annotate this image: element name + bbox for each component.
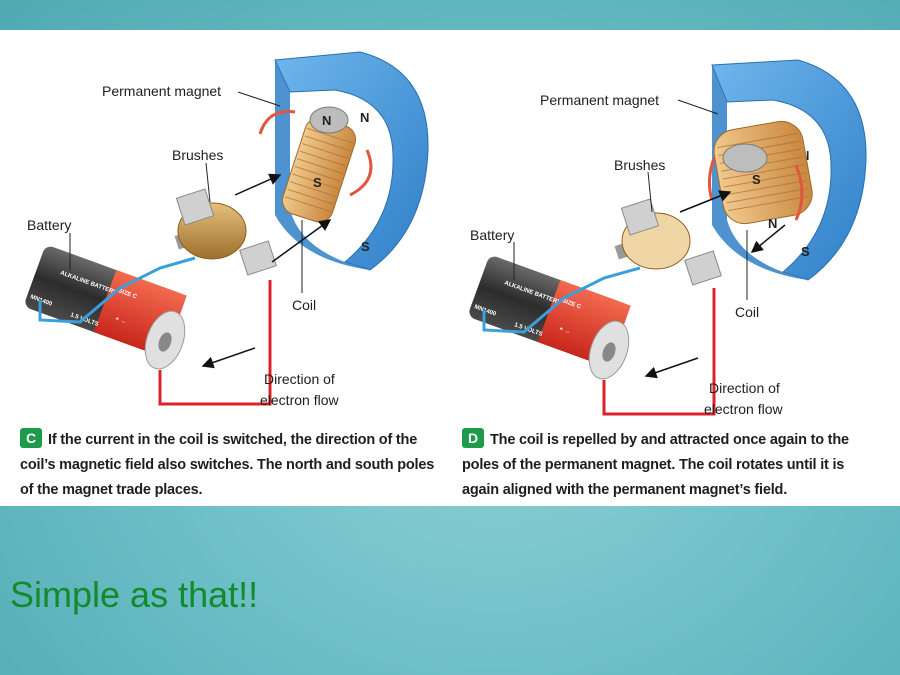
label-direction-c-2: electron flow	[260, 392, 339, 408]
coil-pole-s-c: S	[313, 175, 322, 190]
rotation-arrow-c2	[349, 149, 373, 197]
rotation-arrow-c1	[258, 109, 296, 135]
coil-pole-n-c: N	[322, 113, 331, 128]
pole-label-s-d: S	[801, 244, 810, 259]
rotation-arrow-d2	[794, 164, 804, 221]
rotation-arrow-d1	[707, 157, 716, 201]
badge-c: C	[20, 428, 42, 448]
brush-d-top	[620, 198, 660, 236]
label-direction-c-1: Direction of	[264, 371, 335, 387]
brush-c-top	[175, 188, 215, 226]
diagram-d: N S S N	[469, 59, 867, 417]
coil-pole-s-d: S	[752, 172, 761, 187]
label-battery-d: Battery	[470, 227, 514, 243]
pole-label-n-c: N	[360, 110, 369, 125]
battery-c: ALKALINE BATTERY SIZE C 1.5 VOLTS MN1400…	[25, 246, 187, 370]
coil-c: N S	[258, 106, 373, 223]
wire-red-c	[158, 280, 272, 406]
caption-d-text: The coil is repelled by and attracted on…	[462, 432, 849, 498]
diagram-panel: N S N S	[0, 30, 900, 506]
brush-d-bottom	[684, 250, 722, 286]
label-coil-d: Coil	[735, 304, 759, 320]
label-direction-d-2: electron flow	[704, 401, 783, 417]
wire-blue-d	[482, 266, 641, 334]
label-battery-c: Battery	[27, 217, 71, 233]
battery-polarity-d: + →	[558, 326, 571, 335]
caption-c-text: If the current in the coil is switched, …	[20, 432, 435, 498]
battery-d: ALKALINE BATTERY SIZE C 1.5 VOLTS MN1400…	[469, 256, 631, 380]
coil-pole-n-d: N	[768, 216, 777, 231]
wire-blue-c	[38, 256, 196, 324]
brush-c-bottom	[239, 240, 277, 276]
label-brushes-c: Brushes	[172, 147, 223, 163]
badge-d: D	[462, 428, 484, 448]
label-brushes-d: Brushes	[614, 157, 665, 173]
flow-arrow-c	[201, 347, 256, 369]
flow-arrow-d	[644, 357, 699, 379]
slogan-text: Simple as that!!	[10, 574, 259, 615]
battery-polarity-c: + →	[114, 316, 127, 325]
wire-red-d	[602, 288, 716, 416]
pole-label-s-c: S	[361, 239, 370, 254]
commutator-d	[614, 190, 786, 286]
motor-diagrams-svg: N S N S	[25, 51, 867, 417]
label-coil-c: Coil	[292, 297, 316, 313]
diagram-c: N S N S	[25, 51, 429, 408]
label-permanent-magnet-d: Permanent magnet	[540, 92, 659, 108]
permanent-magnet-c: N S	[274, 51, 429, 271]
commutator-c	[174, 173, 332, 276]
label-permanent-magnet-c: Permanent magnet	[102, 83, 221, 99]
coil-d: S N	[707, 120, 813, 231]
label-direction-d-1: Direction of	[709, 380, 780, 396]
